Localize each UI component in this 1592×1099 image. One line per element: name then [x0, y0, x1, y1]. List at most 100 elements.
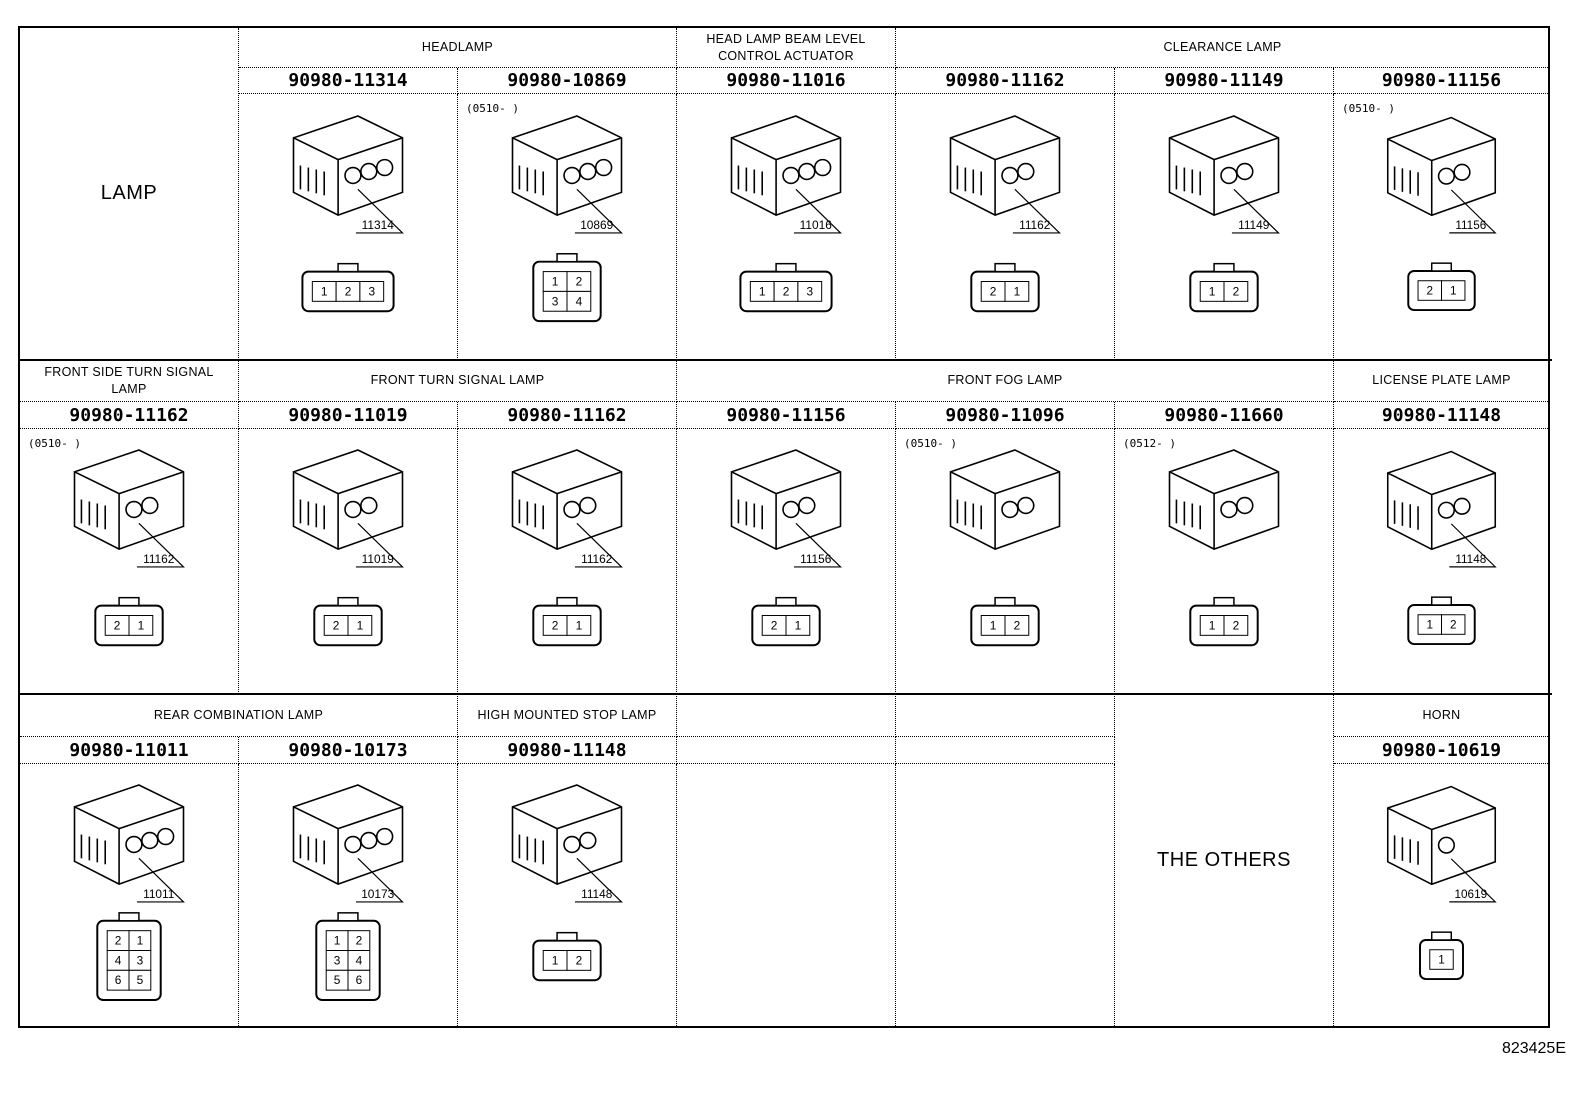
connector-edges: [293, 471, 403, 550]
group-header: [677, 694, 896, 737]
pin-number: 5: [334, 973, 341, 987]
connector-housing: [1168, 449, 1280, 550]
part-number: 90980-11011: [20, 737, 239, 764]
section-label: LAMP: [20, 28, 239, 360]
connector-cavity: [1017, 162, 1035, 180]
connector-body: [511, 114, 623, 216]
group-header: REAR COMBINATION LAMP: [20, 694, 458, 737]
connector-edges: [74, 805, 184, 884]
pin-number: 1: [759, 284, 766, 298]
date-note: (0510- ): [904, 437, 957, 450]
connector-latch: [994, 596, 1016, 607]
pin-number: 2: [990, 284, 997, 298]
group-header-text: CLEARANCE LAMP: [1163, 40, 1282, 54]
connector-cavity: [563, 500, 581, 519]
connector-cavity: [360, 162, 378, 180]
connector-cavity: [375, 827, 394, 845]
section-label: THE OTHERS: [1115, 694, 1334, 1028]
connector-latch: [1430, 596, 1453, 606]
connector-cavity: [375, 158, 394, 176]
group-header-text: FRONT SIDE TURN SIGNAL LAMP: [44, 364, 214, 396]
connector-body: [949, 114, 1061, 216]
pin-cavity: [1004, 615, 1030, 636]
pin-cavity: [128, 969, 152, 991]
connector-edges: [950, 471, 1060, 550]
connector-cavity: [1220, 500, 1238, 519]
pin-number: 1: [1209, 618, 1216, 632]
callout-leader: [793, 188, 842, 234]
connector-housing: [1386, 116, 1497, 216]
connector-illustration: [896, 764, 1115, 1028]
callout-leader: [1449, 188, 1497, 233]
pin-number: 1: [1014, 284, 1021, 298]
pin-number: 2: [771, 618, 778, 632]
connector-cavity: [1437, 501, 1455, 519]
date-note: (0510- ): [1342, 102, 1395, 115]
connector-cavity: [1453, 163, 1471, 181]
pin-cavity: [1441, 614, 1466, 635]
connector-cavity: [813, 158, 832, 176]
pin-number: 1: [357, 618, 364, 632]
connector-body: [511, 449, 623, 550]
callout-label: 11011: [143, 886, 175, 900]
callout-label: 10173: [361, 886, 394, 900]
connector-housing: [1168, 114, 1280, 216]
connector-edges: [1387, 137, 1496, 215]
connector-body: [1168, 114, 1280, 216]
pin-number: 2: [114, 618, 121, 632]
connector-latch: [1213, 262, 1235, 272]
callout-leader: [1449, 523, 1497, 568]
connector-latch: [118, 911, 140, 922]
connector-edges: [74, 471, 184, 550]
pin-number: 1: [321, 284, 328, 298]
connector-edges: [1387, 806, 1496, 884]
part-number: 90980-11156: [1334, 68, 1550, 94]
date-note: (0510- ): [28, 437, 81, 450]
connector-cavity: [594, 158, 613, 176]
pin-number: 1: [795, 618, 802, 632]
pin-number: 2: [552, 618, 559, 632]
callout-label: 11148: [581, 886, 613, 900]
pin-number: 2: [333, 618, 340, 632]
connector-cavity: [782, 500, 800, 519]
pin-number: 6: [115, 973, 122, 987]
pin-number: 1: [990, 618, 997, 632]
pin-number: 1: [1438, 953, 1445, 966]
part-number: 90980-10619: [1334, 737, 1550, 764]
connector-body: [730, 114, 842, 216]
callout-label: 10869: [580, 217, 613, 231]
pin-cavity: [128, 615, 154, 636]
connector-edges: [950, 136, 1060, 215]
callout-label: 11016: [800, 217, 833, 231]
group-header-text: FRONT TURN SIGNAL LAMP: [370, 373, 545, 387]
connector-latch: [337, 262, 359, 272]
connector-cavity: [1236, 162, 1254, 180]
connector-housing: [1386, 785, 1497, 885]
connector-cavity: [141, 496, 159, 515]
connector-body: [1386, 450, 1497, 551]
connector-housing: [511, 449, 623, 550]
pin-cavity: [785, 615, 811, 636]
pin-cavity: [566, 949, 592, 971]
date-note: (0510- ): [466, 102, 519, 115]
pin-number: 1: [1450, 284, 1457, 297]
callout-label: 11148: [1455, 553, 1486, 566]
connector-edges: [1169, 471, 1279, 550]
